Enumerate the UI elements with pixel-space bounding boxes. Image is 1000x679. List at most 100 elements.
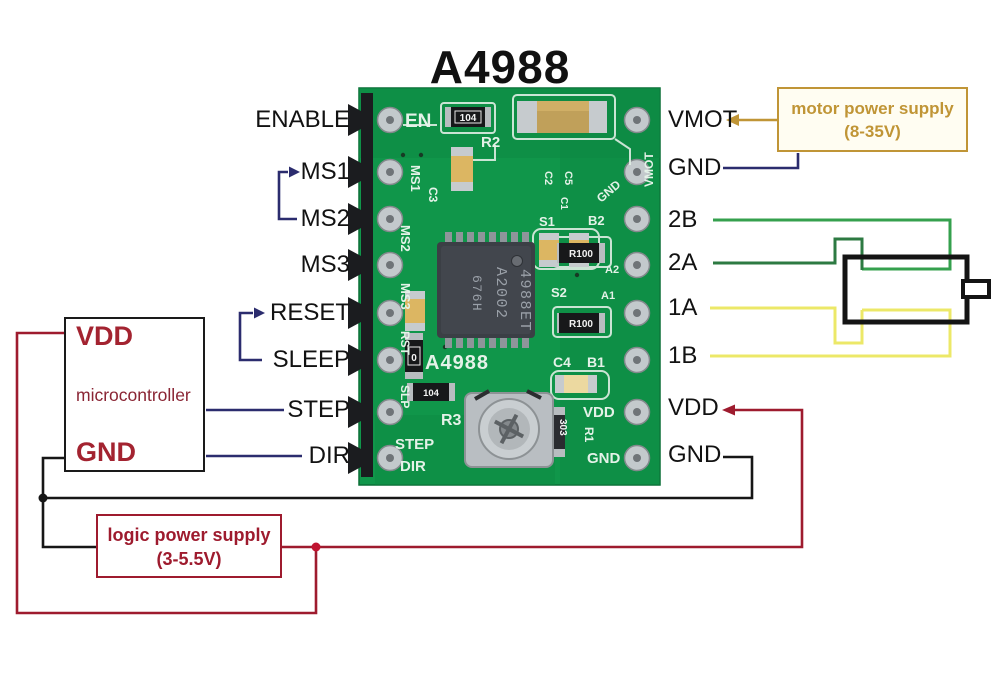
- svg-text:C4: C4: [553, 354, 571, 370]
- svg-text:GND: GND: [587, 450, 621, 467]
- svg-text:VDD: VDD: [583, 404, 615, 421]
- wire-motor-gnd: [723, 153, 800, 170]
- svg-text:S2: S2: [551, 285, 567, 300]
- svg-text:104: 104: [460, 113, 477, 124]
- pin-label-ms3: MS3: [300, 251, 350, 278]
- svg-text:GND: GND: [594, 177, 624, 205]
- motor-body-fill: [845, 257, 967, 322]
- svg-text:676H: 676H: [469, 275, 484, 312]
- svg-text:C1: C1: [558, 197, 569, 210]
- svg-text:STEP: STEP: [395, 436, 434, 453]
- a4988-chip: 4988ET A2002 676H: [437, 232, 535, 348]
- wire-1b-yellow: [710, 308, 952, 358]
- svg-text:R1: R1: [582, 427, 596, 443]
- svg-text:RST: RST: [398, 331, 412, 356]
- svg-text:VMOT: VMOT: [642, 152, 656, 187]
- wire-logic-vdd-right: [281, 408, 804, 549]
- pin-label-2a: 2A: [668, 249, 698, 276]
- silk-traces: [403, 94, 631, 400]
- svg-text:B1: B1: [587, 354, 605, 370]
- svg-text:303: 303: [557, 419, 568, 436]
- pin-label-gnd-motor: GND: [668, 154, 722, 181]
- microcontroller-vdd-label: VDD: [76, 321, 134, 351]
- chip-pin1-dot: [511, 255, 523, 267]
- logic-power-supply-label: logic power supply: [107, 525, 271, 545]
- svg-text:S1: S1: [539, 214, 555, 229]
- svg-text:DIR: DIR: [400, 458, 426, 475]
- arrow-vdd: [722, 404, 735, 416]
- svg-text:R100: R100: [569, 319, 593, 330]
- svg-text:C3: C3: [426, 187, 440, 203]
- bulk-capacitor: [517, 101, 607, 133]
- stepper-motor: [842, 254, 970, 325]
- pcb-substrate: [358, 87, 661, 486]
- pcb-shade-bottom: [375, 415, 555, 485]
- a4988-pcb-board: 104 R100: [348, 87, 661, 486]
- pin-label-vmot: VMOT: [668, 106, 738, 133]
- svg-text:R100: R100: [569, 249, 593, 260]
- potentiometer: [464, 389, 554, 468]
- pin-label-step: STEP: [287, 396, 350, 423]
- motor-power-supply-voltage: (8-35V): [844, 122, 901, 141]
- pcb-pads-left: [376, 106, 404, 472]
- svg-text:B2: B2: [588, 213, 605, 228]
- capacitor-c4: [555, 375, 597, 393]
- svg-text:0: 0: [411, 353, 417, 364]
- vias: [400, 152, 580, 350]
- svg-text:A4988: A4988: [425, 352, 489, 374]
- pin-label-dir: DIR: [308, 442, 350, 469]
- svg-text:EN: EN: [405, 111, 431, 132]
- resistor-r100-bottom: R100: [557, 313, 605, 333]
- svg-text:C2: C2: [542, 171, 554, 185]
- svg-text:MS3: MS3: [398, 283, 413, 310]
- silkscreen-labels: EN MS1 C3 MS2 MS3 RST SLP STEP DIR R2 C2…: [395, 111, 656, 475]
- pcb-shade-top: [359, 88, 660, 158]
- junction-dot-black: [38, 493, 48, 503]
- capacitor-a: [451, 147, 473, 191]
- junction-dot-red: [311, 542, 321, 552]
- capacitor-b: [405, 291, 425, 331]
- resistor-104-top: 104: [445, 107, 491, 127]
- pcb-shade-right: [560, 88, 660, 485]
- wire-1a-yellow: [710, 306, 864, 345]
- motor-power-supply-label: motor power supply: [791, 99, 954, 118]
- logic-power-supply-box: logic power supply (3-5.5V): [96, 514, 282, 578]
- pin-label-ms1: MS1: [300, 158, 350, 185]
- svg-text:R2: R2: [481, 134, 500, 151]
- svg-text:R3: R3: [441, 412, 462, 429]
- resistor-104-bottom: 104: [407, 383, 455, 401]
- svg-text:MS1: MS1: [408, 165, 423, 192]
- logic-power-supply-voltage: (3-5.5V): [156, 549, 222, 569]
- capacitor-d: [569, 233, 589, 267]
- svg-text:A2002: A2002: [492, 267, 509, 320]
- microcontroller-label: microcontroller: [76, 385, 191, 405]
- microcontroller-box: VDD microcontroller GND: [64, 317, 205, 472]
- svg-text:A1: A1: [601, 290, 615, 302]
- svg-text:MS2: MS2: [398, 225, 413, 252]
- pin-label-enable: ENABLE: [255, 106, 350, 133]
- component-303: 303: [543, 407, 568, 457]
- microcontroller-gnd-label: GND: [76, 437, 136, 467]
- wire-2a-green: [713, 237, 864, 270]
- pin-label-reset: RESET: [269, 299, 350, 326]
- pin-label-2b: 2B: [668, 206, 698, 233]
- resistor-0: 0: [405, 333, 423, 379]
- page-title: A4988: [429, 41, 571, 93]
- resistor-r100-top: R100: [557, 243, 605, 263]
- pin-label-1b: 1B: [668, 342, 698, 369]
- svg-text:SLP: SLP: [398, 385, 412, 408]
- capacitor-c: [539, 233, 559, 267]
- pin-label-gnd-logic: GND: [668, 441, 722, 468]
- svg-text:A2: A2: [605, 264, 619, 276]
- pin-label-sleep: SLEEP: [272, 346, 350, 373]
- pin-label-ms2: MS2: [300, 205, 350, 232]
- motor-shaft: [961, 279, 991, 299]
- pin-header-strip: [348, 93, 373, 477]
- pin-label-1a: 1A: [668, 294, 698, 321]
- pcb-pads-right: [623, 106, 651, 472]
- svg-text:C5: C5: [562, 171, 574, 185]
- wire-2b-green: [713, 218, 952, 271]
- pin-label-vdd: VDD: [668, 394, 719, 421]
- svg-text:4988ET: 4988ET: [516, 269, 533, 332]
